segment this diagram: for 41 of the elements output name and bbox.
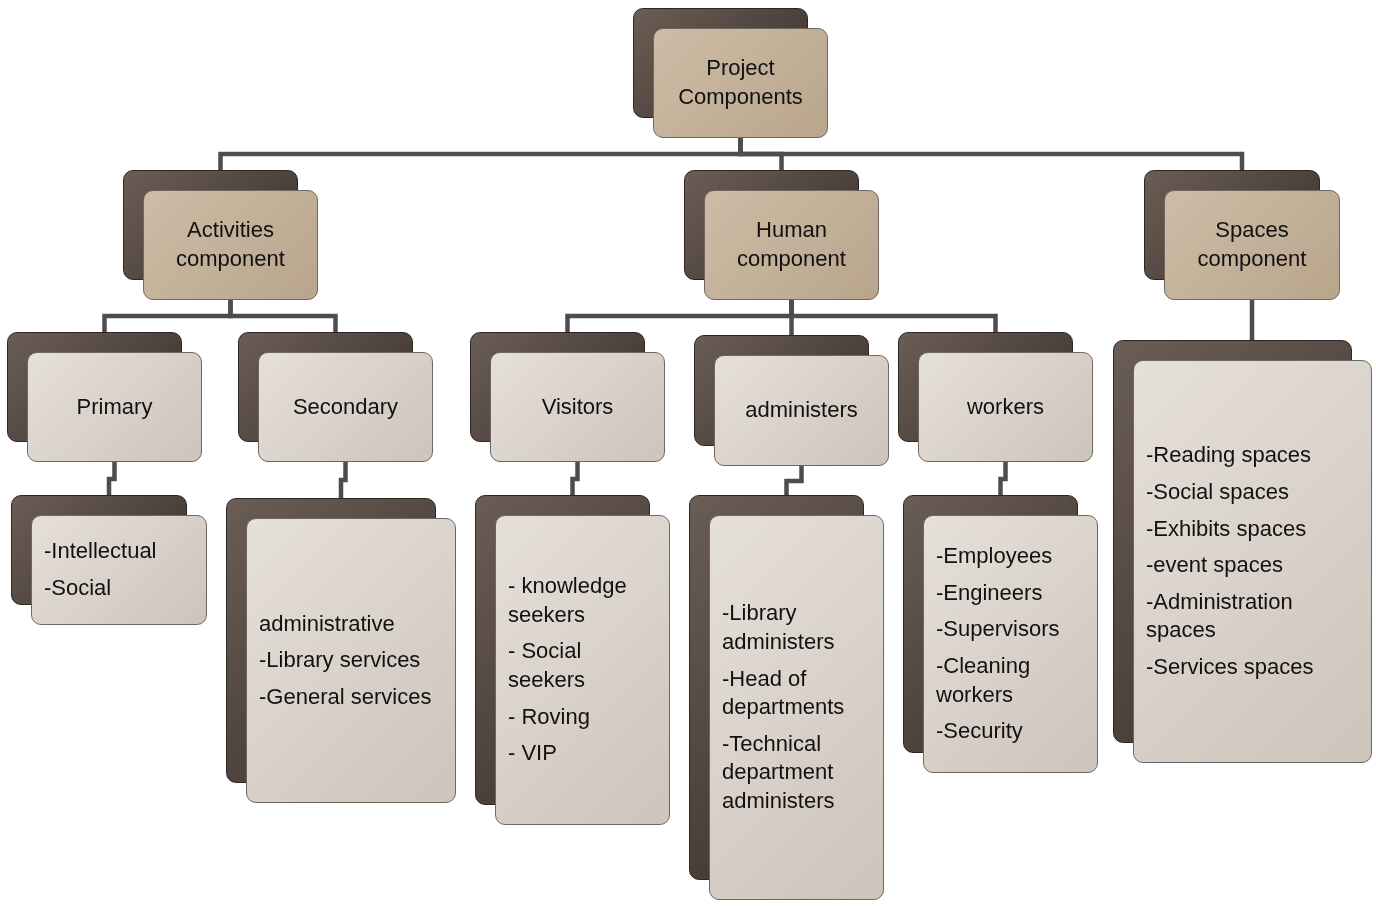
connector-line xyxy=(228,300,338,332)
list-item: -Reading spaces xyxy=(1146,441,1313,470)
card-title: workers xyxy=(967,392,1044,421)
list-item: administrative xyxy=(259,609,396,638)
list-item: -General services xyxy=(259,682,433,711)
connector-line xyxy=(338,462,348,498)
list-item: -Library services xyxy=(259,646,422,675)
card-title: Activities component xyxy=(175,216,286,273)
list-item: -Engineers xyxy=(936,578,1044,607)
connector-line xyxy=(784,466,804,495)
card-title: Visitors xyxy=(541,392,614,421)
list-item: -Services spaces xyxy=(1146,653,1315,681)
list-item: - knowledge seekers xyxy=(508,572,628,629)
list-item: -Library administers xyxy=(722,599,836,656)
list-item: -Employees xyxy=(936,542,1054,571)
connector-line xyxy=(106,462,117,495)
list-item: -Security xyxy=(936,717,1024,746)
list-item: -Social xyxy=(44,574,113,602)
card-title: administers xyxy=(745,396,858,425)
list-item: -Technical department administers xyxy=(722,729,836,815)
list-item: - Social seekers xyxy=(508,637,587,694)
connector-line xyxy=(738,138,1245,170)
list-item: - Roving xyxy=(508,702,591,731)
card-title: Spaces component xyxy=(1196,216,1308,273)
connector-line xyxy=(998,462,1008,495)
card-title: Project Components xyxy=(677,54,804,111)
list-item: -Administration spaces xyxy=(1146,587,1294,645)
connector-line xyxy=(1249,300,1255,340)
list-item: -event spaces xyxy=(1146,551,1284,580)
list-item: - VIP xyxy=(508,739,558,768)
list-item: -Head of departments xyxy=(722,664,846,722)
card-title: Secondary xyxy=(292,392,399,421)
card-title: Primary xyxy=(76,392,153,421)
list-item: -Intellectual xyxy=(44,537,158,566)
connector-line xyxy=(570,462,580,495)
connector-line xyxy=(789,300,998,332)
list-item: -Supervisors xyxy=(936,615,1061,644)
list-item: -Exhibits spaces xyxy=(1146,514,1308,543)
card-title: Human component xyxy=(736,216,847,273)
list-item: -Social spaces xyxy=(1146,478,1291,506)
list-item: -Cleaning workers xyxy=(936,652,1032,709)
